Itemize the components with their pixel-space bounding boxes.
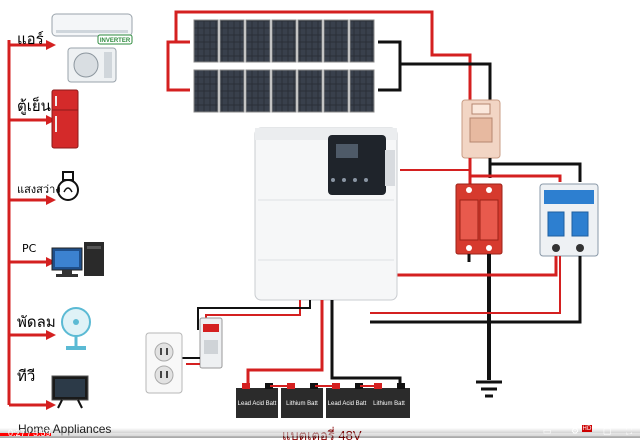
appliance-label-fan: พัดลม: [17, 313, 56, 331]
hybrid-inverter: [254, 127, 398, 301]
refrigerator-icon: [51, 89, 79, 149]
solar-panel-array: [193, 19, 375, 113]
home-appliances-caption: Home Appliances: [18, 422, 111, 436]
battery-label-4: Lithium Batt: [373, 401, 405, 407]
fullscreen-icon[interactable]: ⛶: [625, 427, 633, 437]
tv-icon: [51, 375, 89, 409]
battery-label-2: Lithium Batt: [286, 401, 318, 407]
dc-isolator-switch: [461, 99, 501, 159]
appliance-feed-wires: [7, 40, 56, 410]
meter-outlet-wiring: [179, 352, 200, 365]
inverter-output-wiring: [197, 300, 402, 385]
video-time: 0:27 / 5:59: [8, 428, 51, 438]
battery-4: [368, 383, 410, 418]
video-progress-fill: [0, 433, 52, 436]
video-control-bar: [0, 428, 640, 438]
dc-breaker: [539, 183, 599, 257]
battery-label-3: Lead Acid Batt: [328, 401, 367, 407]
dc-wiring: [400, 158, 582, 187]
inverter-badge: INVERTER: [100, 38, 131, 44]
appliance-label-fridge: ตู้เย็น: [17, 97, 51, 115]
subtitles-icon[interactable]: ▭: [542, 427, 552, 437]
wall-outlet: [145, 332, 183, 394]
fan-icon: [61, 307, 91, 350]
battery-2: [281, 383, 323, 418]
appliance-label-aircon: แอร์: [17, 30, 44, 48]
settings-icon[interactable]: ⚙: [570, 427, 580, 437]
battery-label-1: Lead Acid Batt: [238, 401, 277, 407]
ground-wiring: [370, 254, 582, 380]
solar-panel-row-top: [193, 19, 375, 63]
battery-1: [236, 383, 278, 418]
energy-meter: [199, 317, 223, 369]
surge-protection-device: [455, 183, 503, 255]
light-bulb-icon: [57, 171, 79, 201]
appliance-label-light: แสงสว่าง: [17, 183, 61, 196]
pv-wiring: [166, 10, 492, 108]
air-conditioner-icon: INVERTER: [51, 13, 133, 83]
solar-panel-row-bottom: [193, 69, 375, 113]
ground-symbol-icon: [476, 380, 502, 398]
hd-badge: HD: [582, 425, 592, 432]
battery-bank: Lead Acid Batt Lithium Batt Lead Acid Ba…: [236, 383, 410, 418]
battery-3: [326, 383, 368, 418]
miniplayer-icon[interactable]: ▢: [602, 427, 612, 437]
computer-icon: [51, 242, 104, 277]
video-progress-bar[interactable]: [0, 433, 640, 436]
appliance-label-pc: PC: [22, 242, 37, 255]
appliance-label-tv: ทีวี: [17, 367, 36, 385]
